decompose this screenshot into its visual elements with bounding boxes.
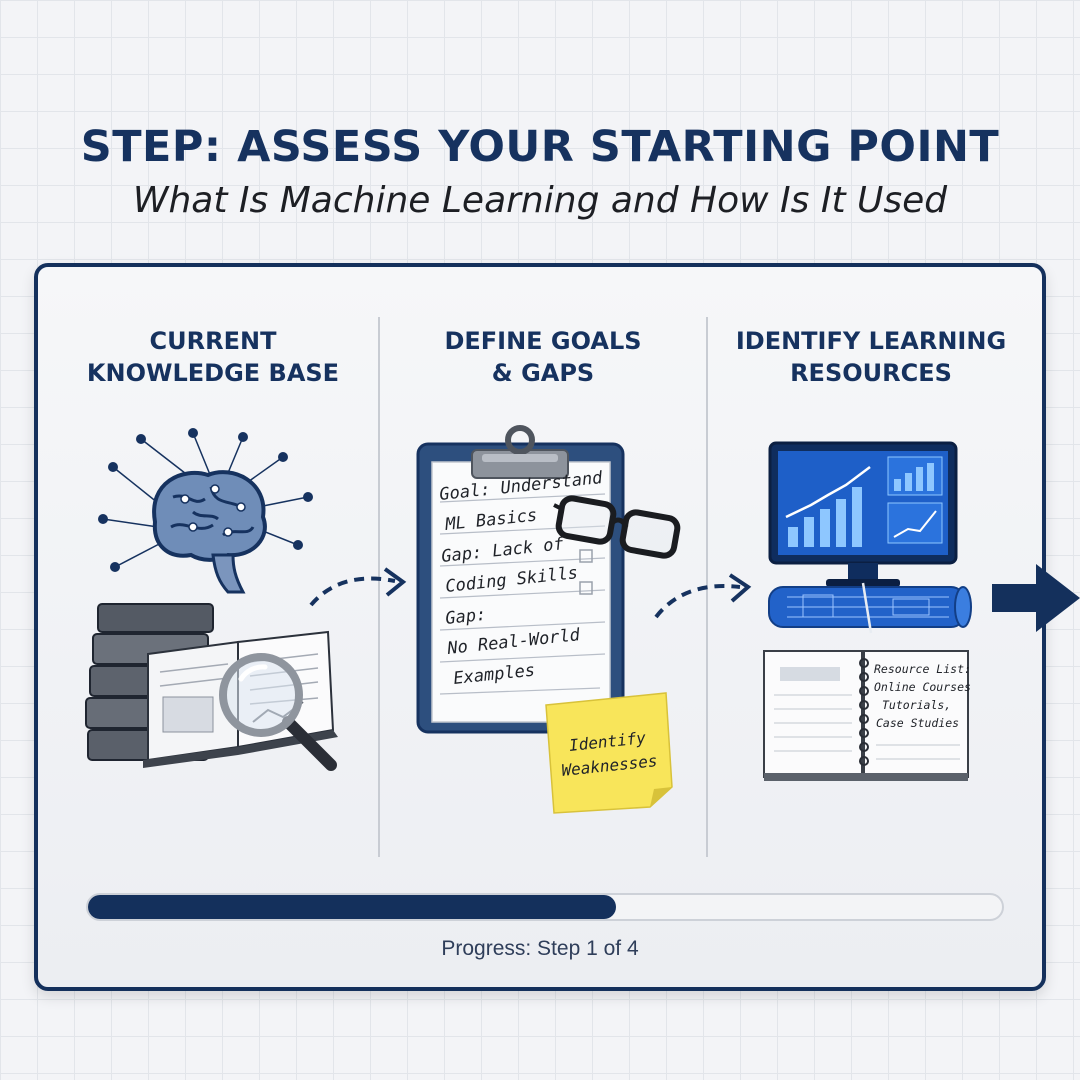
magnifying-glass-icon (219, 653, 337, 771)
notebook-line: Case Studies (876, 716, 959, 730)
blueprint-icon (768, 582, 972, 634)
progress-bar-fill (88, 895, 617, 919)
column-heading-knowledge: CURRENT KNOWLEDGE BASE (86, 327, 340, 387)
clipboard-icon: Goal: Understand ML Basics Gap: Lack of … (416, 425, 625, 734)
sticky-note-icon: Identify Weaknesses (545, 692, 673, 814)
clipboard-line: Gap: (444, 605, 487, 629)
notebook-icon: Resource List: Online Courses, Tutorials… (763, 650, 972, 781)
flow-arrow-icon (309, 567, 407, 607)
next-step-arrow-icon (992, 564, 1080, 632)
page-subtitle: What Is Machine Learning and How Is It U… (132, 180, 948, 221)
notebook-line: Resource List: (874, 662, 971, 676)
notebook-line: Online Courses, (874, 680, 972, 694)
column-heading-resources: IDENTIFY LEARNING RESOURCES (735, 327, 1007, 387)
column-divider (378, 317, 380, 857)
progress-bar (86, 893, 1004, 921)
monitor-chart-icon (768, 441, 958, 587)
flow-arrow-icon (654, 573, 752, 619)
steps-panel: CURRENT KNOWLEDGE BASE DEFINE GOALS & GA… (34, 263, 1046, 991)
page-title: STEP: ASSESS YOUR STARTING POINT (80, 122, 1000, 172)
brain-network-icon (98, 428, 313, 594)
progress-label: Progress: Step 1 of 4 (441, 937, 639, 960)
glasses-icon (553, 495, 681, 559)
column-heading-goals: DEFINE GOALS & GAPS (444, 327, 642, 387)
notebook-line: Tutorials, (882, 698, 951, 712)
